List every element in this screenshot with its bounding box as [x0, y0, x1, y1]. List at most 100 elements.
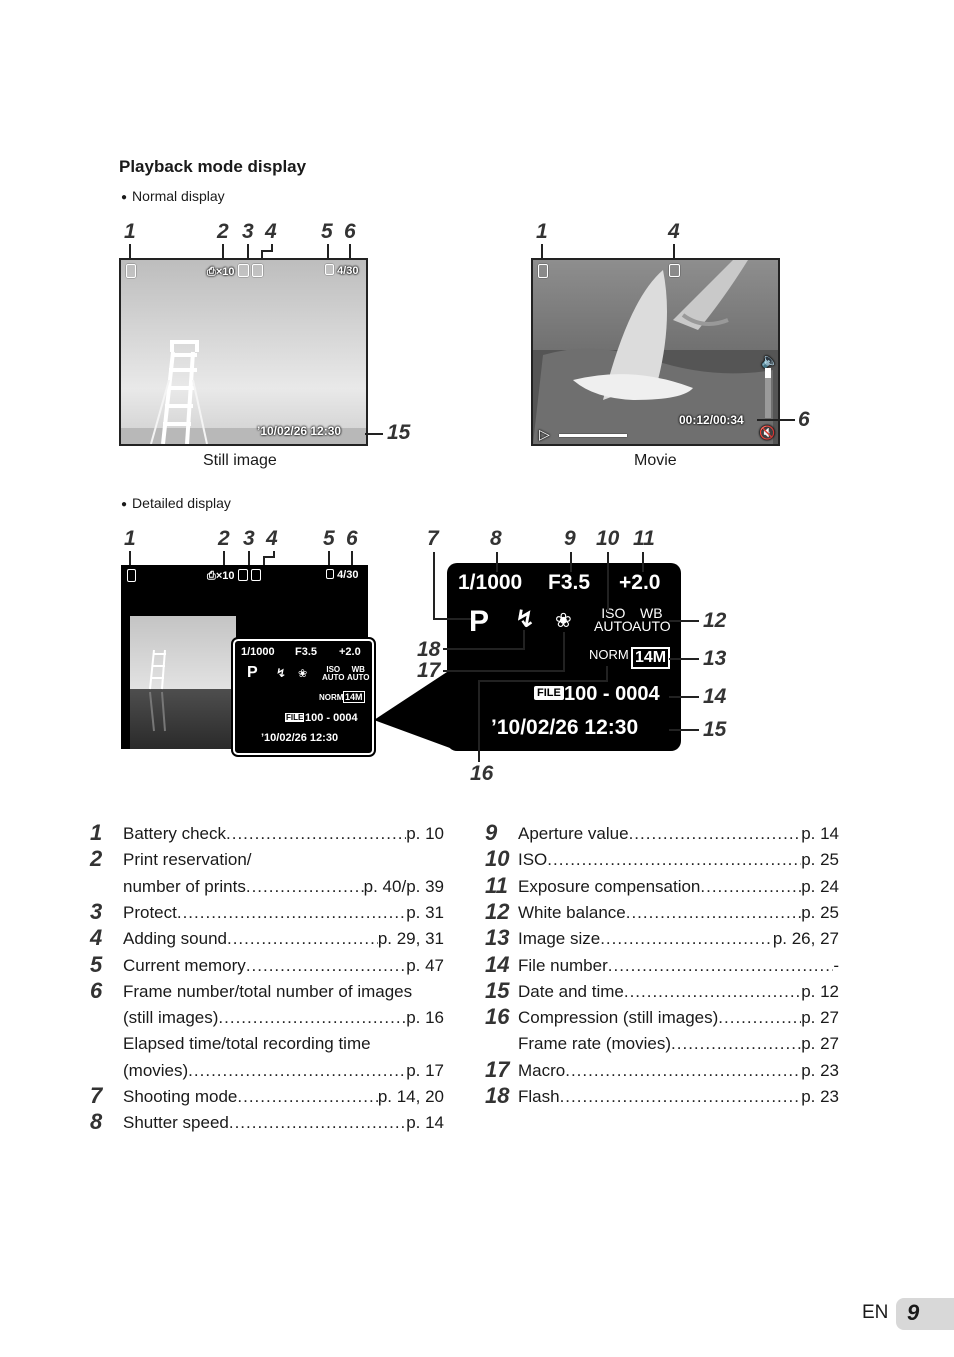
enlarged-info-panel: 1/1000 F3.5 +2.0 P ↯ ❀ ISO AUTO WB AUTO …: [447, 563, 681, 751]
detailed-display-label: Detailed display: [121, 495, 231, 511]
movie-sound-icon: [669, 264, 680, 280]
movie-screen: 🔈 00:12/00:34 ▷ 🔇: [531, 258, 780, 446]
movie-elapsed-time: 00:12/00:34: [679, 413, 744, 427]
callout-14: 14: [703, 685, 727, 708]
play-icon[interactable]: ▷: [539, 426, 550, 442]
callout-10: 10: [596, 527, 620, 550]
legend-right-page: p. 24: [801, 876, 839, 896]
legend-left-label: Elapsed time/total recording time: [123, 1034, 371, 1054]
legend-left-number: 7: [90, 1083, 103, 1108]
legend-right-number: 17: [485, 1056, 510, 1082]
legend-left-page: p. 14: [406, 1113, 444, 1133]
macro-icon: ❀: [555, 610, 572, 632]
iso-bottom: AUTO: [594, 618, 633, 634]
mini-image-size: 14M: [343, 691, 365, 703]
zoom-wedge: [374, 670, 450, 748]
legend-right-label: File number: [518, 955, 608, 975]
legend-right-label: Image size: [518, 929, 601, 949]
legend-left-label: Shooting mode: [123, 1087, 238, 1106]
legend-right-number: 12: [485, 898, 510, 924]
legend-left-label: Print reservation/: [123, 850, 252, 870]
callout-5-detail: 5: [323, 527, 335, 550]
mini-wb-top: WB: [351, 665, 365, 674]
shutter-speed: 1/1000: [458, 571, 523, 594]
legend-right-item: Date and time p. 12: [518, 982, 839, 1002]
file-badge: FILE: [534, 686, 564, 700]
legend-right-page: p. 14: [801, 824, 839, 843]
legend-left-item: Shutter speed p. 14: [123, 1113, 444, 1133]
flash-icon: ↯: [515, 606, 536, 633]
legend-left-number: 3: [90, 898, 103, 924]
legend-right-number: 16: [485, 1004, 510, 1030]
legend-right-page: p. 12: [801, 981, 839, 1001]
seagull-photo: [533, 260, 778, 444]
still-image-screen: ⎙×10 4/30 ’10/02/26 12:30: [119, 258, 368, 446]
legend-right-label: Flash: [518, 1087, 560, 1106]
mute-icon[interactable]: 🔇: [759, 425, 776, 440]
detail-sound-icon: [250, 569, 261, 581]
shooting-mode: P: [469, 605, 490, 638]
legend-right-page: -: [833, 955, 839, 975]
callout-12: 12: [703, 609, 727, 632]
callout-3: 3: [242, 220, 254, 243]
mini-flash-icon: ↯: [276, 666, 287, 680]
legend-left-label: Current memory: [123, 955, 246, 975]
protect-icon: [237, 264, 249, 277]
legend-right-label: White balance: [518, 902, 626, 922]
legend-left-label: number of prints: [123, 876, 246, 896]
mini-iso-top: ISO: [326, 665, 341, 674]
legend-left-page: p. 31: [406, 902, 444, 922]
mini-wb-bottom: AUTO: [347, 673, 370, 682]
callout-15: 15: [703, 718, 727, 741]
battery-icon: [126, 264, 136, 281]
legend-left-page: p. 47: [406, 955, 444, 975]
mini-exposure: +2.0: [339, 646, 361, 658]
callout-6-detail: 6: [346, 527, 358, 550]
volume-bar[interactable]: [765, 368, 771, 418]
legend-right-page: p. 23: [801, 1060, 839, 1080]
callout-17: 17: [417, 659, 441, 682]
legend-left-label: Frame number/total number of images: [123, 981, 413, 1001]
callout-3-detail: 3: [243, 527, 255, 550]
progress-bar[interactable]: [559, 434, 627, 437]
legend-right-page: p. 23: [801, 1087, 839, 1106]
legend-left-page: p. 29, 31: [377, 929, 444, 949]
detail-protect-icon: [237, 569, 248, 581]
legend-left-item: Battery checkp. 10: [123, 824, 444, 844]
legend-right-label: Aperture value: [518, 824, 629, 843]
callout-9: 9: [564, 527, 576, 550]
legend-right-item: Exposure compensationp. 24: [518, 877, 839, 897]
legend-right-item: Frame rate (movies)p. 27: [518, 1034, 839, 1054]
volume-icon[interactable]: 🔈: [761, 352, 779, 368]
aperture-value: F3.5: [548, 571, 591, 594]
detailed-screen: ⎙×10 4/30 1/1000 F3.5 +2.0 P ↯ ❀ ISO AUT…: [121, 565, 376, 757]
legend-left-label: (movies): [123, 1060, 189, 1080]
legend-right-page: p. 27: [801, 1008, 839, 1028]
print-icon: ⎙: [207, 266, 216, 278]
legend-left-item: Elapsed time/total recording time: [123, 1034, 444, 1054]
callout-16: 16: [470, 762, 494, 785]
legend-left-label: Shutter speed: [123, 1113, 229, 1133]
legend-right-item: Image sizep. 26, 27: [518, 929, 839, 949]
legend-right-number: 10: [485, 846, 510, 872]
callout-13: 13: [703, 647, 727, 670]
legend-left-label: Battery check: [123, 824, 226, 843]
legend-right-item: White balancep. 25: [518, 903, 839, 923]
callout-1-movie: 1: [536, 220, 548, 243]
legend-left-number: 6: [90, 977, 103, 1003]
mini-iso-bottom: AUTO: [322, 673, 345, 682]
legend-left-label: (still images): [123, 1008, 219, 1028]
callout-11: 11: [633, 527, 655, 550]
mini-shutter: 1/1000: [241, 646, 275, 658]
mini-mode: P: [247, 664, 258, 681]
movie-battery-icon: [538, 264, 548, 281]
legend-right-label: Date and time: [518, 981, 624, 1001]
image-size: 14M: [631, 647, 671, 669]
callout-2: 2: [217, 220, 229, 243]
legend-right-number: 14: [485, 951, 510, 977]
callout-8: 8: [490, 527, 502, 550]
legend-right-page: p. 27: [801, 1034, 839, 1054]
legend-left-item: (still images)p. 16: [123, 1008, 444, 1028]
legend-left-item: Protectp. 31: [123, 903, 444, 923]
legend-right-number: 13: [485, 925, 510, 951]
